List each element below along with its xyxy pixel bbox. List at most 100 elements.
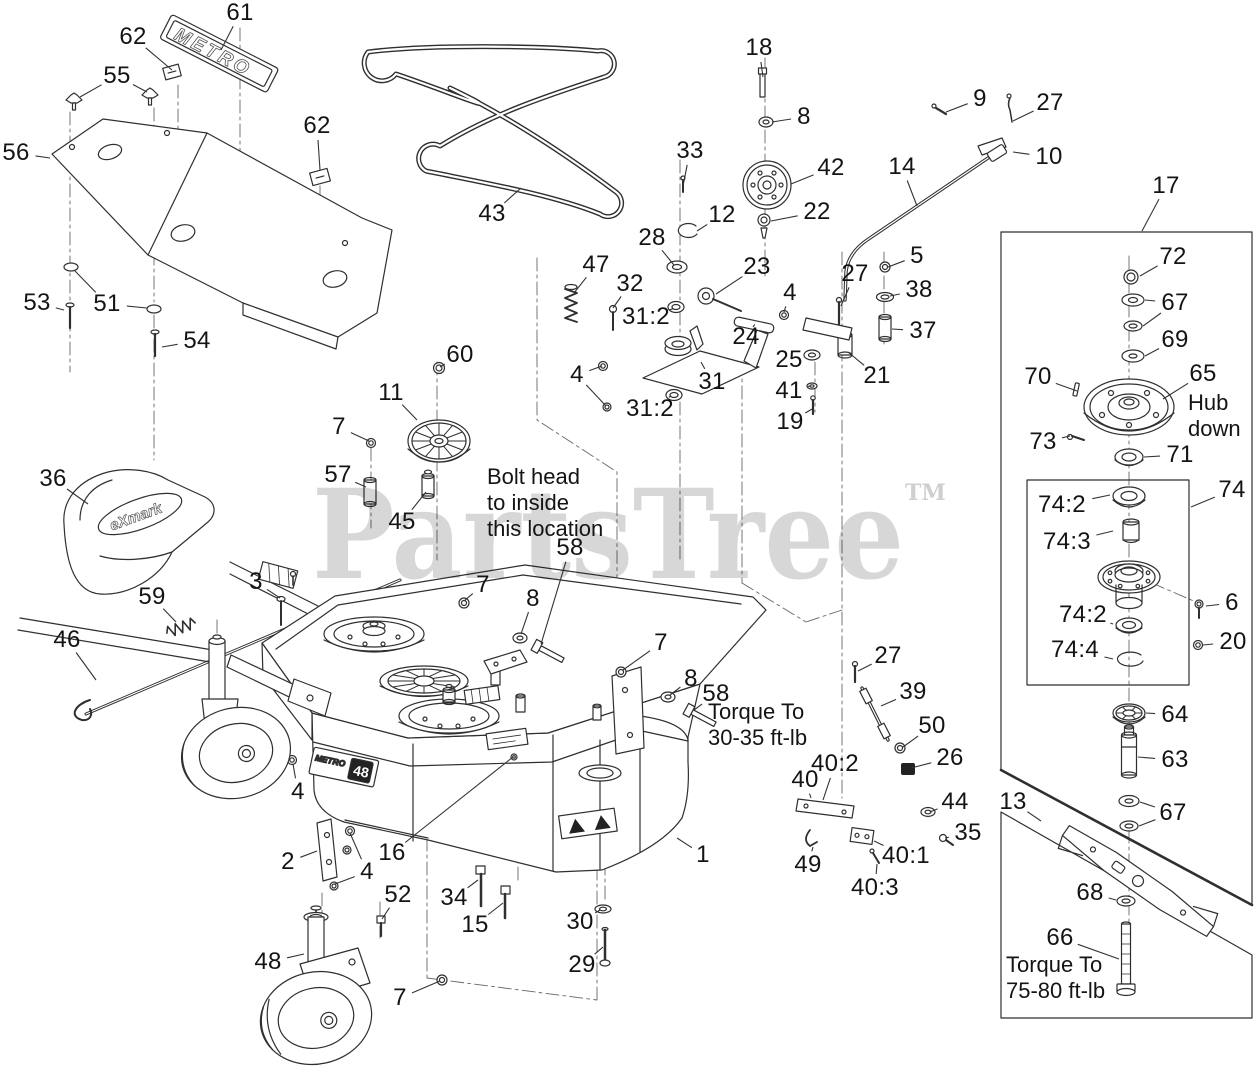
callout-62[interactable]: 62: [119, 23, 147, 50]
callout-3[interactable]: 3: [249, 568, 263, 595]
callout-30[interactable]: 30: [566, 908, 594, 935]
callout-8[interactable]: 8: [797, 103, 811, 130]
callout-43[interactable]: 43: [478, 200, 506, 227]
callout-36[interactable]: 36: [39, 465, 67, 492]
callout-60[interactable]: 60: [446, 341, 474, 368]
callout-15[interactable]: 15: [461, 911, 489, 938]
callout-74-2[interactable]: 74:2: [1059, 601, 1107, 628]
callout-55[interactable]: 55: [103, 62, 131, 89]
callout-40[interactable]: 40: [791, 766, 819, 793]
callout-10[interactable]: 10: [1035, 143, 1063, 170]
callout-8[interactable]: 8: [526, 585, 540, 612]
callout-73[interactable]: 73: [1029, 428, 1057, 455]
callout-27[interactable]: 27: [874, 642, 902, 669]
leader-line-11: [401, 404, 418, 421]
callout-50[interactable]: 50: [918, 712, 946, 739]
callout-33[interactable]: 33: [676, 137, 704, 164]
callout-24[interactable]: 24: [732, 323, 760, 350]
callout-70[interactable]: 70: [1024, 363, 1052, 390]
callout-20[interactable]: 20: [1219, 628, 1247, 655]
callout-9[interactable]: 9: [973, 85, 987, 112]
callout-53[interactable]: 53: [23, 289, 51, 316]
note-hub-down: Hub down: [1188, 390, 1241, 441]
callout-25[interactable]: 25: [775, 346, 803, 373]
callout-45[interactable]: 45: [388, 508, 416, 535]
callout-63[interactable]: 63: [1161, 746, 1189, 773]
callout-40-3[interactable]: 40:3: [851, 874, 899, 901]
callout-12[interactable]: 12: [708, 201, 736, 228]
callout-71[interactable]: 71: [1166, 441, 1194, 468]
callout-40-1[interactable]: 40:1: [882, 842, 930, 869]
callout-14[interactable]: 14: [888, 153, 916, 180]
callout-66[interactable]: 66: [1046, 924, 1074, 951]
callout-51[interactable]: 51: [93, 290, 121, 317]
callout-16[interactable]: 16: [378, 839, 406, 866]
callout-7[interactable]: 7: [654, 629, 668, 656]
callout-61[interactable]: 61: [226, 0, 254, 26]
callout-13[interactable]: 13: [999, 788, 1027, 815]
callout-18[interactable]: 18: [745, 34, 773, 61]
callout-21[interactable]: 21: [863, 362, 891, 389]
callout-42[interactable]: 42: [817, 154, 845, 181]
callout-37[interactable]: 37: [909, 317, 937, 344]
callout-57[interactable]: 57: [324, 461, 352, 488]
callout-67[interactable]: 67: [1159, 799, 1187, 826]
callout-17[interactable]: 17: [1152, 172, 1180, 199]
callout-31-2[interactable]: 31:2: [626, 395, 674, 422]
callout-38[interactable]: 38: [905, 276, 933, 303]
callout-22[interactable]: 22: [803, 198, 831, 225]
callout-74-3[interactable]: 74:3: [1043, 528, 1091, 555]
callout-74-2[interactable]: 74:2: [1038, 491, 1086, 518]
callout-1[interactable]: 1: [696, 841, 710, 868]
callout-31-2[interactable]: 31:2: [622, 303, 670, 330]
washer-44: [920, 806, 936, 818]
callout-26[interactable]: 26: [936, 744, 964, 771]
callout-7[interactable]: 7: [332, 413, 346, 440]
callout-8[interactable]: 8: [684, 665, 698, 692]
callout-4[interactable]: 4: [570, 361, 584, 388]
callout-58[interactable]: 58: [702, 680, 730, 707]
callout-52[interactable]: 52: [384, 881, 412, 908]
callout-74-4[interactable]: 74:4: [1051, 636, 1099, 663]
callout-27[interactable]: 27: [1036, 89, 1064, 116]
callout-54[interactable]: 54: [183, 327, 211, 354]
callout-7[interactable]: 7: [393, 984, 407, 1011]
callout-2[interactable]: 2: [281, 848, 295, 875]
callout-4[interactable]: 4: [783, 279, 797, 306]
callout-62[interactable]: 62: [303, 112, 331, 139]
callout-29[interactable]: 29: [568, 951, 596, 978]
callout-5[interactable]: 5: [910, 242, 924, 269]
callout-47[interactable]: 47: [582, 251, 610, 278]
callout-49[interactable]: 49: [794, 851, 822, 878]
callout-19[interactable]: 19: [776, 408, 804, 435]
callout-69[interactable]: 69: [1161, 326, 1189, 353]
callout-27[interactable]: 27: [841, 260, 869, 287]
callout-11[interactable]: 11: [378, 379, 404, 406]
callout-6[interactable]: 6: [1225, 589, 1239, 616]
callout-46[interactable]: 46: [53, 626, 81, 653]
callout-48[interactable]: 48: [254, 948, 282, 975]
callout-4[interactable]: 4: [360, 858, 374, 885]
callout-44[interactable]: 44: [941, 788, 969, 815]
callout-67[interactable]: 67: [1161, 289, 1189, 316]
callout-40-2[interactable]: 40:2: [811, 750, 859, 777]
callout-58[interactable]: 58: [556, 534, 584, 561]
callout-4[interactable]: 4: [291, 778, 305, 805]
callout-39[interactable]: 39: [899, 678, 927, 705]
callout-64[interactable]: 64: [1161, 701, 1189, 728]
callout-32[interactable]: 32: [616, 270, 644, 297]
callout-56[interactable]: 56: [2, 139, 30, 166]
callout-59[interactable]: 59: [138, 583, 166, 610]
callout-31[interactable]: 31: [698, 368, 726, 395]
callout-35[interactable]: 35: [954, 819, 982, 846]
callout-41[interactable]: 41: [775, 377, 803, 404]
callout-65[interactable]: 65: [1189, 360, 1217, 387]
callout-34[interactable]: 34: [440, 884, 468, 911]
callout-23[interactable]: 23: [743, 253, 771, 280]
callout-72[interactable]: 72: [1159, 243, 1187, 270]
callout-28[interactable]: 28: [638, 224, 666, 251]
callout-7[interactable]: 7: [476, 571, 490, 598]
leader-line-52: [381, 907, 390, 920]
callout-68[interactable]: 68: [1076, 879, 1104, 906]
callout-74[interactable]: 74: [1218, 476, 1246, 503]
